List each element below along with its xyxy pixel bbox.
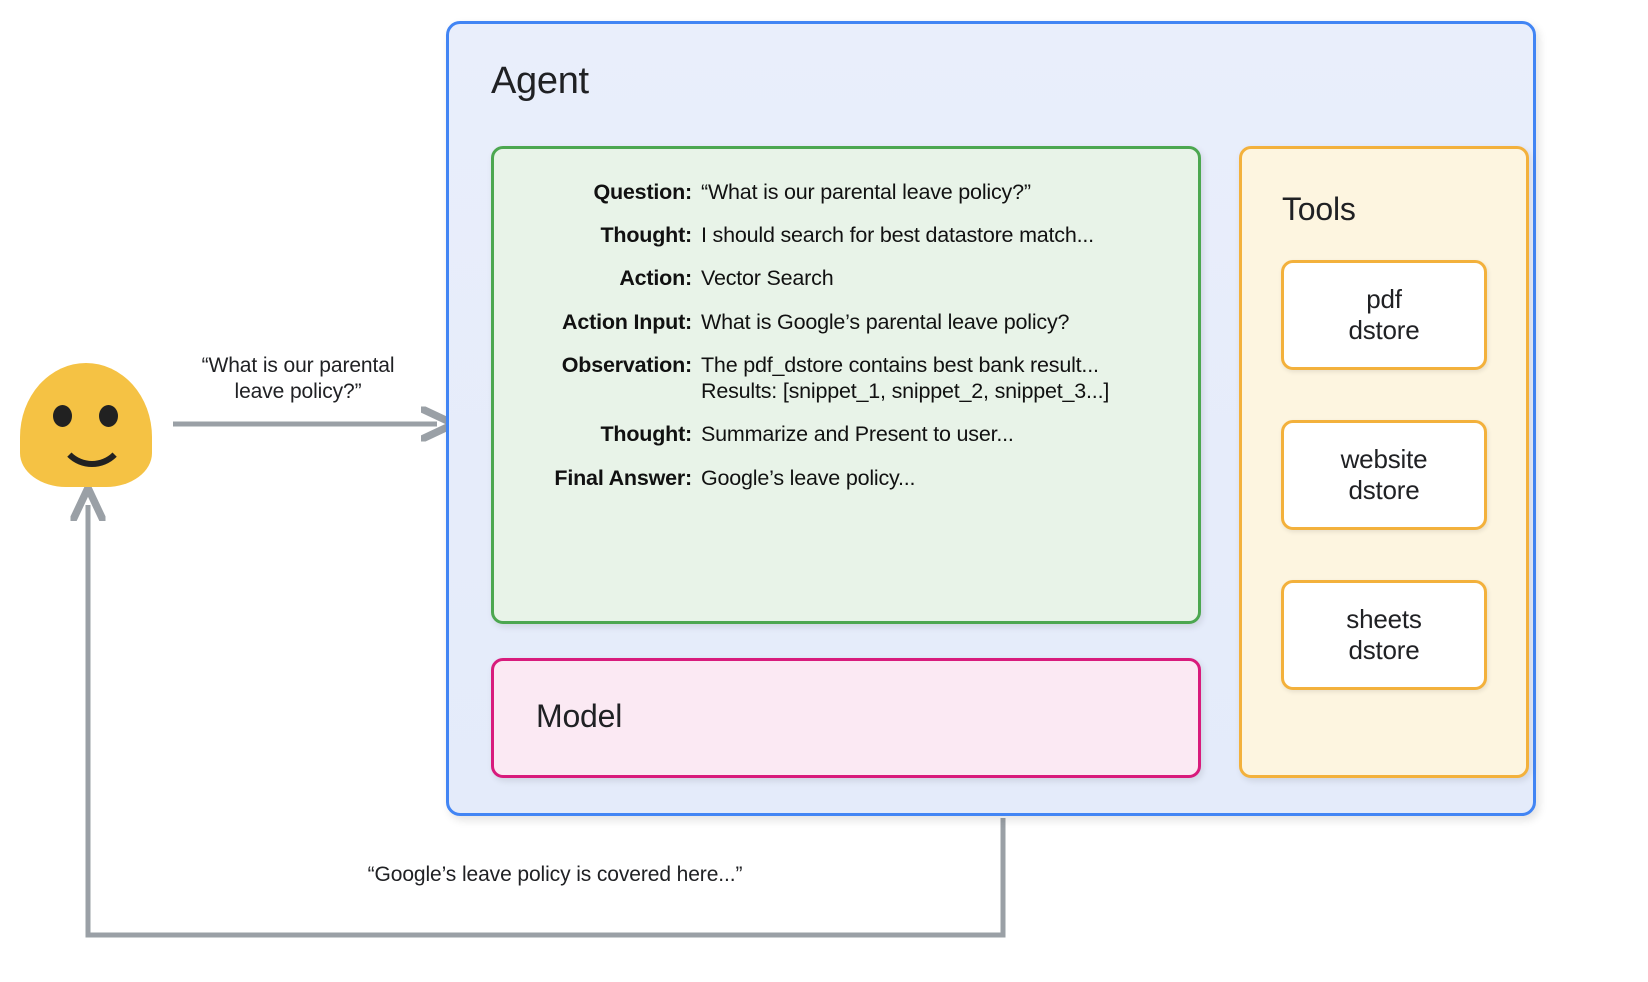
agent-container: Agent Question: “What is our parental lea… [446, 21, 1536, 816]
tool-card[interactable]: website dstore [1281, 420, 1487, 530]
model-panel: Model [491, 658, 1201, 778]
agent-title: Agent [491, 60, 589, 102]
trace-row-label: Action: [619, 266, 692, 291]
trace-row-value: Summarize and Present to user... [701, 422, 1014, 447]
agent-trace-panel: Question: “What is our parental leave pol… [491, 146, 1201, 624]
tool-card[interactable]: sheets dstore [1281, 580, 1487, 690]
trace-row-value: The pdf_dstore contains best bank result… [701, 352, 1110, 404]
tools-title: Tools [1282, 191, 1356, 227]
avatar-eye-left-icon [53, 405, 72, 427]
avatar-eye-right-icon [99, 405, 118, 427]
trace-row-label: Thought: [600, 422, 692, 447]
trace-row: Observation: The pdf_dstore contains best… [494, 352, 1204, 404]
trace-row: Thought: I should search for best datasto… [494, 222, 1204, 248]
trace-row: Action: Vector Search [494, 265, 1204, 291]
trace-row: Question: “What is our parental leave pol… [494, 179, 1204, 205]
tools-panel: Tools pdf dstore website dstore sheets dst… [1239, 146, 1529, 778]
trace-row-value: I should search for best datastore match… [701, 223, 1094, 248]
response-arrow-label: “Google’s leave policy is covered here..… [367, 863, 743, 886]
trace-row-label: Observation: [561, 352, 692, 377]
trace-row-value: What is Google’s parental leave policy? [701, 309, 1070, 334]
trace-row: Thought: Summarize and Present to user... [494, 421, 1204, 447]
tool-card-list: pdf dstore website dstore sheets dstore [1281, 260, 1487, 740]
trace-row-value: “What is our parental leave policy?” [701, 180, 1031, 204]
request-arrow-label: “What is our parental leave policy?” [201, 354, 395, 404]
avatar-smile-icon [57, 425, 127, 467]
user-smiley-avatar [20, 363, 152, 487]
trace-row-label: Final Answer: [554, 465, 692, 490]
trace-row-label: Question: [593, 180, 692, 204]
trace-row: Final Answer: Google’s leave policy... [494, 465, 1204, 491]
trace-row-value: Google’s leave policy... [701, 465, 916, 490]
trace-row-list: Question: “What is our parental leave pol… [494, 179, 1204, 508]
trace-row-label: Action Input: [562, 309, 692, 334]
trace-row: Action Input: What is Google’s parental l… [494, 309, 1204, 335]
tool-card[interactable]: pdf dstore [1281, 260, 1487, 370]
trace-row-label: Thought: [600, 223, 692, 248]
trace-row-value: Vector Search [701, 266, 834, 291]
model-title: Model [536, 698, 623, 734]
